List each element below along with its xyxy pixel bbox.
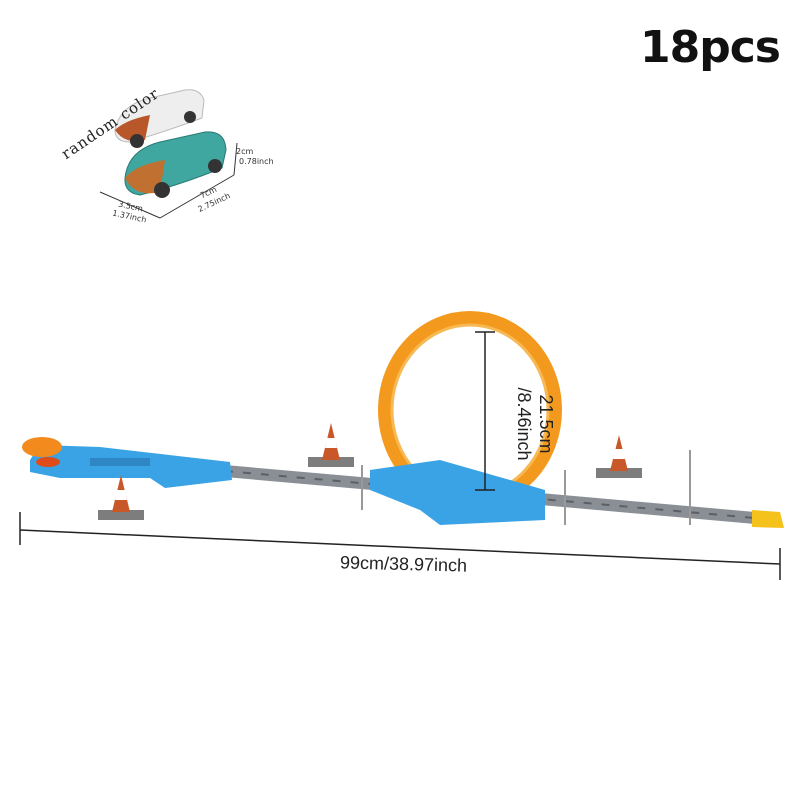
car-height-cm: 2cm: [236, 147, 254, 156]
dimension-lines: [19, 331, 781, 580]
car-white: [114, 89, 205, 148]
cones: [98, 423, 642, 520]
car-height-inch: 0.78inch: [239, 157, 274, 166]
loop-height-inch: /8.46inch: [514, 387, 534, 461]
launcher: [22, 437, 232, 488]
car-dimension-lines: [99, 142, 238, 219]
loop-height-label: 21.5cm /8.46inch: [513, 359, 557, 489]
track-posts: [361, 450, 691, 525]
loop: [370, 311, 562, 525]
track-length-label: 99cm/38.97inch: [339, 552, 468, 576]
piece-count: 18pcs: [640, 22, 781, 73]
car-teal: [124, 131, 227, 198]
loop-height-cm: 21.5cm: [536, 394, 556, 454]
